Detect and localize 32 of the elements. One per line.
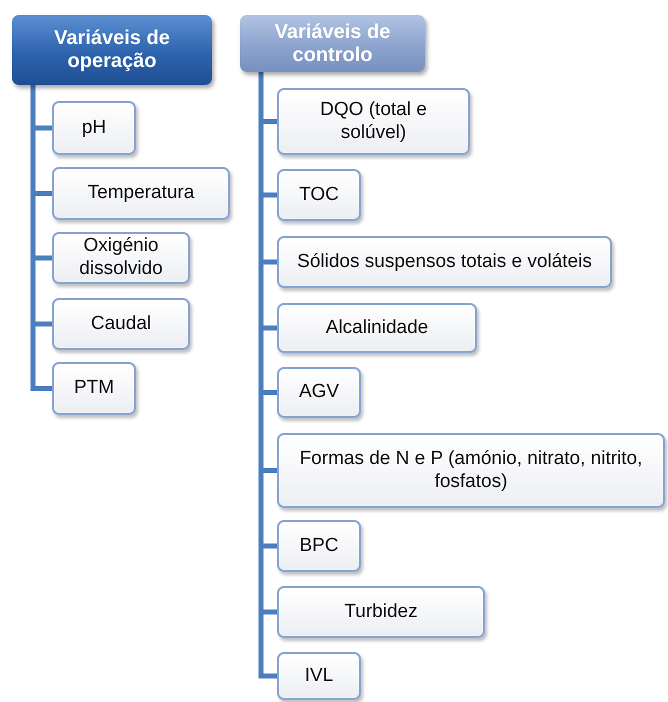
- item-box: [277, 303, 477, 353]
- item-label: Temperatura: [88, 182, 194, 205]
- item-label: Formas de N e P (amónio, nitrato, nitrito, fosfatos): [298, 448, 644, 494]
- item-box: [277, 367, 361, 418]
- item-box: [52, 362, 136, 415]
- item-label: BPC: [299, 534, 339, 558]
- item-label: Sólidos suspensos totais e voláteis: [297, 250, 592, 274]
- item-box: [277, 433, 665, 508]
- item-box: [277, 236, 612, 288]
- item-box: [52, 101, 136, 155]
- header-text: Variáveis de operação: [53, 27, 171, 73]
- item-label: Alcalinidade: [326, 316, 428, 340]
- item-box: [277, 169, 361, 221]
- item-label: DQO (total e solúvel): [319, 98, 428, 144]
- item-box: [52, 232, 190, 284]
- item-label: Oxigénio dissolvido: [78, 235, 164, 281]
- item-box: [277, 520, 361, 572]
- item-box: [52, 167, 230, 220]
- category-header: [240, 15, 425, 72]
- item-label: AGV: [298, 381, 340, 404]
- item-box: [52, 298, 190, 350]
- item-label: TOC: [299, 184, 339, 206]
- item-label: pH: [82, 116, 106, 140]
- category-header: [12, 15, 212, 85]
- item-label: Turbidez: [344, 600, 418, 624]
- header-text: Variáveis de controlo: [274, 20, 392, 66]
- item-label: Caudal: [90, 312, 152, 336]
- item-label: PTM: [74, 377, 114, 400]
- item-box: [277, 586, 485, 638]
- item-box: [277, 652, 361, 700]
- item-label: IVL: [304, 664, 334, 688]
- item-box: [277, 88, 470, 155]
